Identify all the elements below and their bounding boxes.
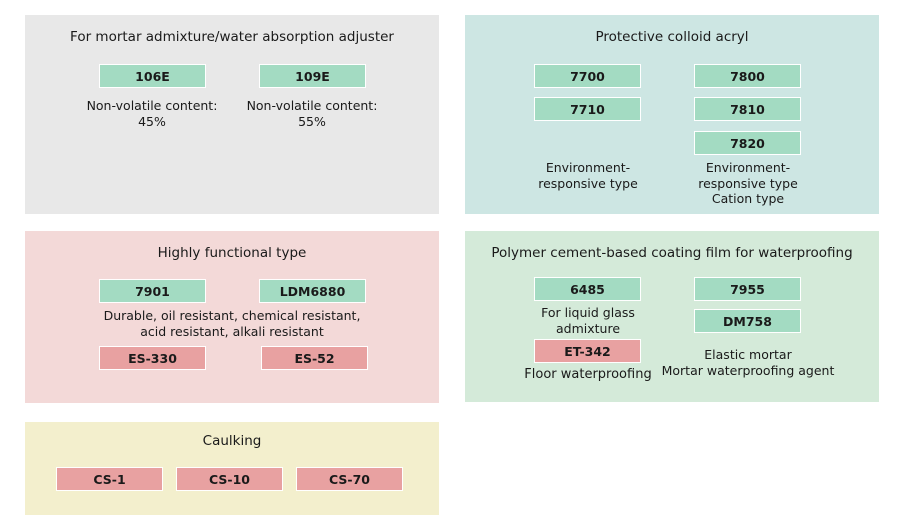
product-tag-7901: 7901 [99, 279, 206, 303]
product-tag-cs-10: CS-10 [176, 467, 283, 491]
product-tag-dm758: DM758 [694, 309, 801, 333]
product-tag-6485: 6485 [534, 277, 641, 301]
note-109e: Non-volatile content:55% [246, 98, 378, 129]
polymer-cement-panel: Polymer cement-based coating film for wa… [465, 231, 879, 402]
product-tag-106e: 106E [99, 64, 206, 88]
product-tag-109e: 109E [259, 64, 366, 88]
panel-title: Caulking [202, 433, 262, 449]
panel-title: Polymer cement-based coating film for wa… [491, 245, 853, 261]
product-tag-7800: 7800 [694, 64, 801, 88]
product-tag-cs-1: CS-1 [56, 467, 163, 491]
product-tag-7710: 7710 [534, 97, 641, 121]
product-tag-ldm6880: LDM6880 [259, 279, 366, 303]
product-tag-7955: 7955 [694, 277, 801, 301]
panel-title: Highly functional type [157, 245, 307, 261]
product-tag-cs-70: CS-70 [296, 467, 403, 491]
mortar-admixture-panel: For mortar admixture/water absorption ad… [25, 15, 439, 214]
product-tag-7700: 7700 [534, 64, 641, 88]
panel-title: For mortar admixture/water absorption ad… [70, 29, 394, 45]
caulking-panel: Caulking CS-1 CS-10 CS-70 [25, 422, 439, 515]
product-tag-7820: 7820 [694, 131, 801, 155]
note-floor-waterproofing: Floor waterproofing [524, 367, 652, 382]
note-resistant-properties: Durable, oil resistant, chemical resista… [103, 308, 361, 339]
product-tag-7810: 7810 [694, 97, 801, 121]
product-tag-es-330: ES-330 [99, 346, 206, 370]
panel-title: Protective colloid acryl [595, 29, 749, 45]
highly-functional-panel: Highly functional type 7901 LDM6880 Dura… [25, 231, 439, 403]
product-tag-es-52: ES-52 [261, 346, 368, 370]
note-106e: Non-volatile content:45% [86, 98, 218, 129]
note-environment-responsive: Environment-responsive type [538, 160, 638, 191]
protective-colloid-panel: Protective colloid acryl 7700 7800 7710 … [465, 15, 879, 214]
product-tag-et-342: ET-342 [534, 339, 641, 363]
